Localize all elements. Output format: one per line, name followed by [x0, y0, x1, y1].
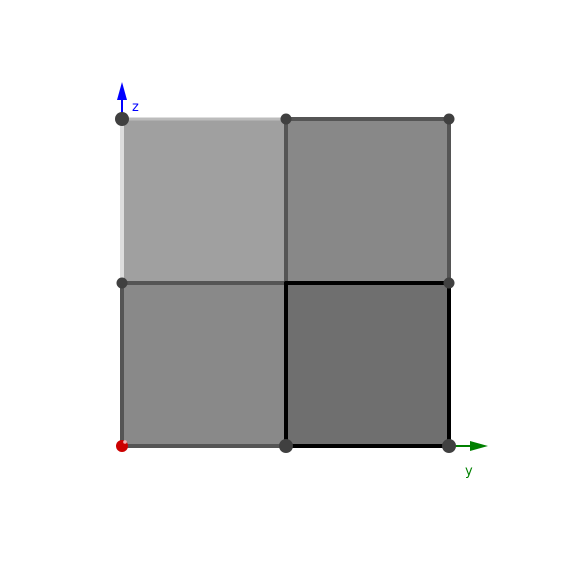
vertex-top-left[interactable]	[115, 112, 129, 126]
vertex-bottom-middle[interactable]	[279, 439, 293, 453]
face-bottom-left[interactable]	[122, 283, 286, 446]
z-axis-arrow-icon	[117, 82, 127, 100]
face-bottom-right[interactable]	[286, 283, 449, 446]
vertex-top-middle[interactable]	[280, 113, 292, 125]
vertex-middle-right[interactable]	[443, 277, 455, 289]
vertices	[115, 112, 456, 453]
vertex-bottom-right[interactable]	[442, 439, 456, 453]
origin-point-highlight	[123, 440, 127, 444]
vertex-middle-left[interactable]	[116, 277, 128, 289]
y-axis-arrow-icon	[470, 441, 488, 451]
edges	[120, 117, 451, 448]
vertex-top-right[interactable]	[443, 113, 455, 125]
y-axis-label: y	[465, 464, 473, 479]
face-top-right[interactable]	[286, 119, 449, 283]
face-top-left[interactable]	[122, 119, 286, 283]
z-axis-label: z	[132, 100, 139, 115]
